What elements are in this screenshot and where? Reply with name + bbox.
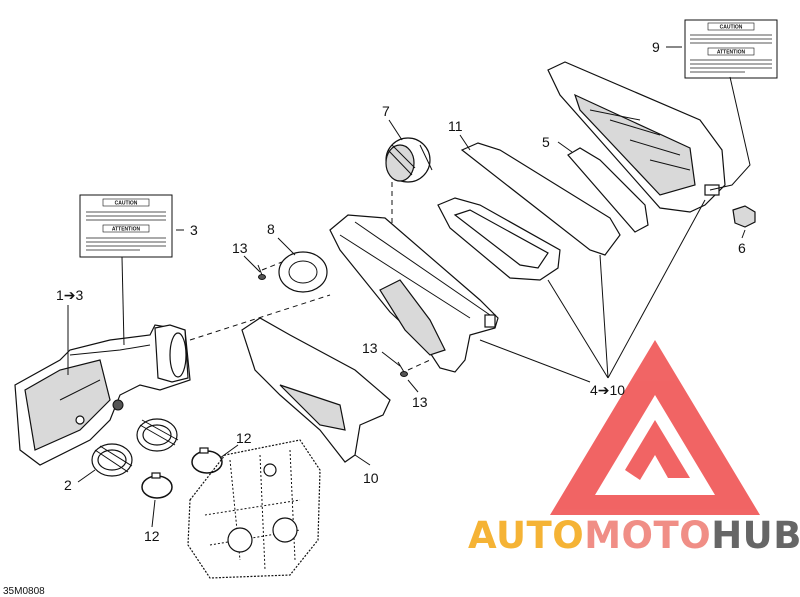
- callout-11: 11: [448, 118, 463, 134]
- callout-1-3: 1➔3: [56, 287, 84, 303]
- watermark-moto: MOTO: [584, 514, 711, 557]
- caution-text-lines-left: [86, 211, 166, 221]
- callout-9: 9: [652, 39, 660, 55]
- seal-ring: [278, 251, 328, 293]
- engine-block: [187, 439, 321, 579]
- attention-text-lines-left: [86, 237, 166, 251]
- callouts: 1➔3 2 3 4➔10 5 6 7 8 9 10 11 12 12 13 13…: [56, 39, 746, 544]
- caution-label-left: CAUTION ATTENTION: [79, 194, 173, 258]
- callout-5: 5: [542, 134, 550, 150]
- callout-8: 8: [267, 221, 275, 237]
- watermark-triangle-icon: [550, 340, 760, 515]
- callout-13-lower: 13: [412, 394, 428, 410]
- caution-heading-left: CAUTION: [115, 201, 138, 207]
- caution-text-lines-right: [690, 34, 772, 44]
- callout-13-middle: 13: [362, 340, 378, 356]
- silencer: [241, 317, 391, 463]
- nut: [732, 205, 756, 228]
- watermark-logo: [550, 340, 760, 515]
- upper-housing: [547, 61, 726, 213]
- screw-upper: [257, 264, 266, 280]
- hose-clamps: [141, 447, 223, 499]
- callout-12-upper: 12: [236, 430, 252, 446]
- screw-lower: [397, 361, 408, 377]
- air-box-base: [14, 324, 191, 466]
- callout-10: 10: [363, 470, 379, 486]
- foam-pad: [567, 147, 649, 233]
- callout-12-lower: 12: [144, 528, 160, 544]
- callout-3: 3: [190, 222, 198, 238]
- drawing-reference-code: 35M0808: [3, 586, 45, 597]
- attention-heading-left: ATTENTION: [112, 227, 141, 233]
- callout-4-10: 4➔10: [590, 382, 625, 398]
- filter-element: [437, 142, 621, 281]
- vent-grommet: [385, 137, 433, 183]
- intake-sleeves: [91, 418, 179, 477]
- air-box-cover: [329, 214, 499, 373]
- attention-heading-right: ATTENTION: [717, 50, 746, 56]
- caution-heading-right: CAUTION: [720, 25, 743, 31]
- caution-label-right: CAUTION ATTENTION: [684, 19, 778, 79]
- attention-text-lines-right: [690, 59, 772, 73]
- callout-7: 7: [382, 103, 390, 119]
- watermark-hub: HUB: [711, 514, 800, 557]
- callout-13-upper: 13: [232, 240, 248, 256]
- watermark-auto: AUTO: [468, 514, 584, 557]
- screws: [257, 264, 408, 377]
- callout-6: 6: [738, 240, 746, 256]
- watermark-inner-mark-icon: [625, 420, 690, 480]
- watermark-text: AUTOMOTOHUB: [468, 514, 800, 557]
- leader-lines: [67, 46, 751, 528]
- callout-2: 2: [64, 477, 72, 493]
